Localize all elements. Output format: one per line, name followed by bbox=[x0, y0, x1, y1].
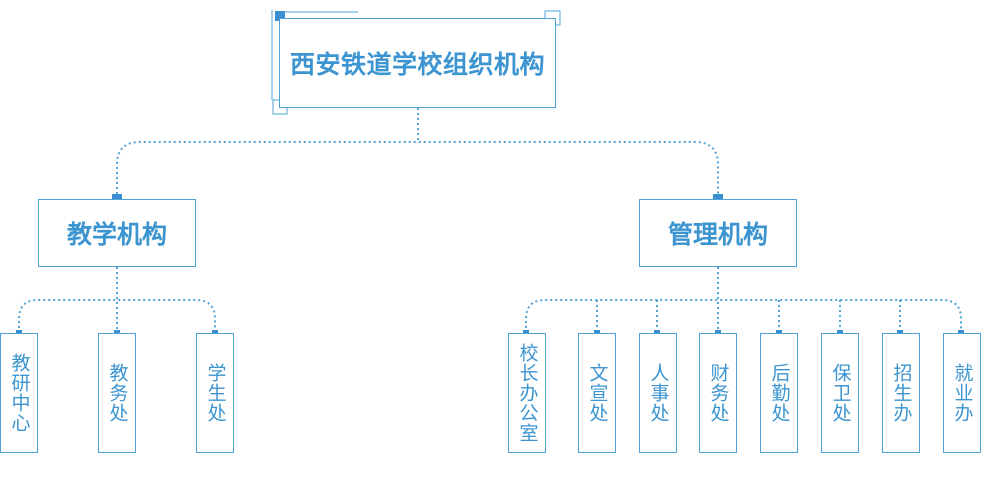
leaf-label: 文宣处 bbox=[586, 363, 609, 423]
management-bar bbox=[525, 299, 962, 333]
leaf-label: 招生办 bbox=[890, 363, 913, 423]
leaf-label: 学生处 bbox=[204, 363, 227, 423]
leaf-label: 人事处 bbox=[647, 363, 670, 423]
leaf-node: 财务处 bbox=[699, 333, 737, 453]
leaf-node: 后勤处 bbox=[760, 333, 798, 453]
leaf-node: 教研中心 bbox=[0, 333, 38, 453]
leaf-label: 就业办 bbox=[951, 363, 974, 423]
branch-label: 教学机构 bbox=[66, 220, 167, 249]
leaf-node: 就业办 bbox=[943, 333, 981, 453]
leaf-label: 教务处 bbox=[106, 363, 129, 423]
management-drop bbox=[596, 300, 901, 333]
leaf-node: 保卫处 bbox=[821, 333, 859, 453]
leaf-label: 保卫处 bbox=[829, 363, 852, 423]
leaf-node: 文宣处 bbox=[578, 333, 616, 453]
branch-node-management: 管理机构 bbox=[639, 199, 797, 267]
leaf-node: 教务处 bbox=[98, 333, 136, 453]
leaf-label: 后勤处 bbox=[768, 363, 791, 423]
branch-node-teaching: 教学机构 bbox=[38, 199, 196, 267]
leaf-label: 财务处 bbox=[707, 363, 730, 423]
leaf-node: 招生办 bbox=[882, 333, 920, 453]
leaf-label: 教研中心 bbox=[8, 353, 31, 433]
root-label: 西安铁道学校组织机构 bbox=[289, 50, 545, 79]
leaf-node: 学生处 bbox=[196, 333, 234, 453]
leaf-label: 校长办公室 bbox=[516, 343, 539, 443]
leaf-node: 人事处 bbox=[639, 333, 677, 453]
root-node: 西安铁道学校组织机构 bbox=[279, 18, 556, 108]
teaching-bar bbox=[18, 299, 216, 333]
leaf-node: 校长办公室 bbox=[508, 333, 546, 453]
branch-bar bbox=[116, 141, 719, 199]
branch-label: 管理机构 bbox=[667, 220, 768, 249]
